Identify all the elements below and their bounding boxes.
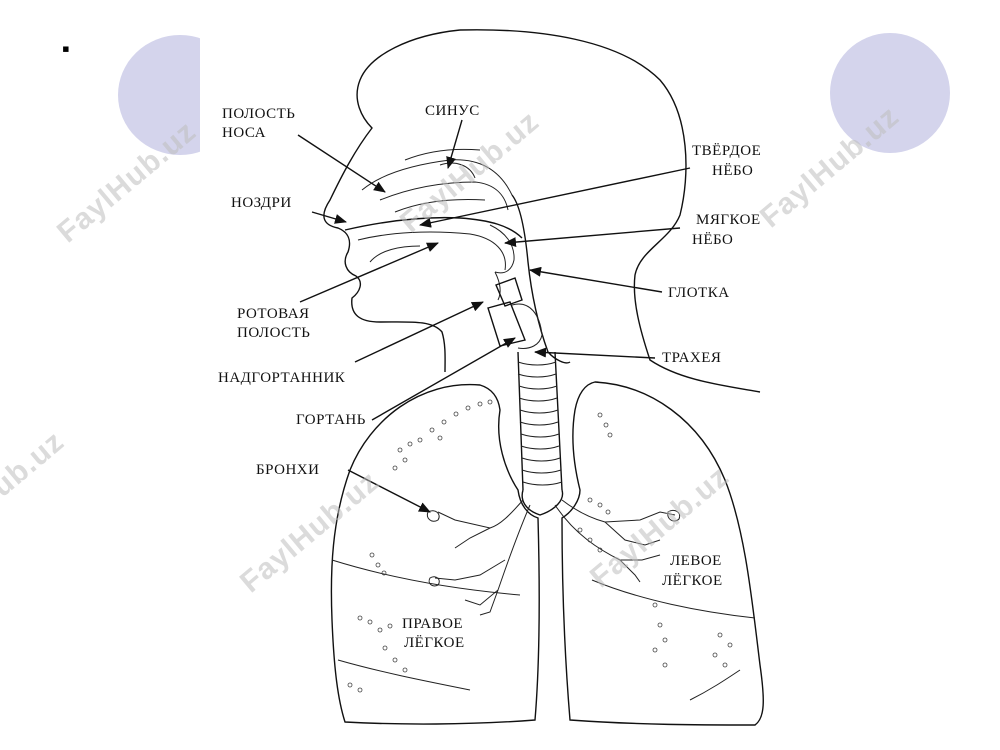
label-oral-cavity-2: ПОЛОСТЬ xyxy=(237,325,310,341)
arrow-larynx xyxy=(371,337,516,421)
arrow-sinus xyxy=(446,119,463,169)
head-outline xyxy=(459,29,761,393)
slide-bullet: ▪ xyxy=(62,36,70,61)
decorative-circle-right xyxy=(830,33,950,153)
label-nasal-cavity-1: ПОЛОСТЬ xyxy=(222,106,295,122)
left-bronchi xyxy=(554,499,681,583)
arrow-epiglottis xyxy=(354,301,484,363)
label-oral-cavity-1: РОТОВАЯ xyxy=(237,306,310,322)
label-hard-palate-1: ТВЁРДОЕ xyxy=(692,142,761,159)
right-lung-alveoli xyxy=(347,399,493,693)
arrow-pharynx xyxy=(529,266,663,293)
arrow-oral-cavity xyxy=(299,242,439,303)
face-outline xyxy=(323,29,461,373)
label-nasal-cavity-2: НОСА xyxy=(222,125,266,141)
label-larynx: ГОРТАНЬ xyxy=(296,412,366,428)
label-sinus: СИНУС xyxy=(425,103,480,119)
label-nostrils: НОЗДРИ xyxy=(231,195,292,211)
right-bronchi xyxy=(426,499,531,616)
arrow-bronchi xyxy=(347,469,431,513)
label-trachea: ТРАХЕЯ xyxy=(662,350,721,366)
label-epiglottis: НАДГОРТАННИК xyxy=(218,370,346,386)
label-pharynx: ГЛОТКА xyxy=(668,285,730,301)
label-left-lung-1: ЛЕВОЕ xyxy=(670,553,722,569)
label-bronchi: БРОНХИ xyxy=(256,462,319,478)
arrow-soft-palate xyxy=(504,227,681,248)
label-hard-palate-2: НЁБО xyxy=(712,162,753,179)
label-right-lung-2: ЛЁГКОЕ xyxy=(404,634,465,651)
label-left-lung-2: ЛЁГКОЕ xyxy=(662,572,723,589)
left-lung-outline xyxy=(561,381,764,726)
label-soft-palate-1: МЯГКОЕ xyxy=(696,212,761,228)
left-lung-alveoli xyxy=(577,412,733,668)
trachea-rings xyxy=(517,361,563,486)
right-lung-outline xyxy=(330,383,540,725)
arrow-nostrils xyxy=(311,211,347,224)
arrow-trachea xyxy=(534,347,656,359)
label-right-lung-1: ПРАВОЕ xyxy=(402,616,463,632)
arrow-nasal-cavity xyxy=(297,134,386,193)
arrow-hard-palate xyxy=(419,167,691,228)
label-soft-palate-2: НЁБО xyxy=(692,231,733,248)
